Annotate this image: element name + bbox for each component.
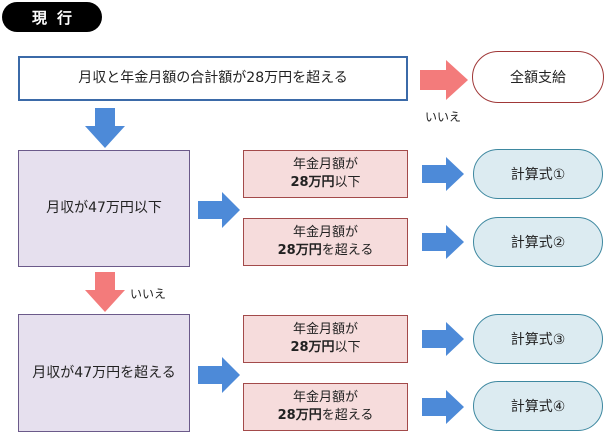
arrow-right-blue-2 [422,157,464,191]
income-low-text: 月収が47万円以下 [46,200,162,217]
top-condition-text: 月収と年金月額の合計額が28万円を超える [78,70,348,87]
arrow-right-blue-1 [198,192,240,228]
pension-condition-4: 年金月額が 28万円を超える [243,383,408,431]
full-payment-pill: 全額支給 [472,51,604,103]
formula-text: 計算式③ [510,332,566,348]
income-high-text: 月収が47万円を超える [32,364,176,381]
income-low-box: 月収が47万円以下 [18,150,190,267]
arrow-right-blue-3 [422,225,464,259]
arrow-down-blue-1 [85,108,125,148]
pension-amount: 28万円 [290,175,335,190]
arrow-right-blue-5 [422,322,464,356]
no-label-top: いいえ [425,110,462,124]
arrow-right-blue-4 [198,357,240,393]
pension-line1: 年金月額が [292,225,358,241]
current-badge: 現行 [2,2,102,32]
pension-rest: 以下 [334,175,361,190]
pension-amount: 28万円 [277,408,322,423]
pension-amount: 28万円 [277,243,322,258]
arrow-right-pink-top [420,60,468,100]
pension-line1: 年金月額が [292,322,358,338]
pension-condition-2: 年金月額が 28万円を超える [243,218,408,266]
income-high-box: 月収が47万円を超える [18,314,190,432]
pension-rest: を超える [321,243,374,258]
pension-line1: 年金月額が [292,390,358,406]
pension-condition-3: 年金月額が 28万円以下 [243,315,408,363]
formula-text: 計算式① [510,167,566,183]
formula-text: 計算式② [510,235,566,251]
arrow-right-blue-6 [422,390,464,424]
top-condition-box: 月収と年金月額の合計額が28万円を超える [18,56,408,101]
formula-pill-4: 計算式④ [473,381,603,431]
pension-rest: を超える [321,408,374,423]
arrow-down-pink [85,272,125,312]
formula-pill-2: 計算式② [473,217,603,267]
full-payment-text: 全額支給 [510,70,566,86]
no-label-mid: いいえ [130,287,167,301]
formula-pill-1: 計算式① [473,149,603,199]
pension-condition-1: 年金月額が 28万円以下 [243,150,408,198]
pension-amount: 28万円 [290,340,335,355]
pension-rest: 以下 [334,340,361,355]
formula-pill-3: 計算式③ [473,314,603,364]
formula-text: 計算式④ [510,399,566,415]
pension-line1: 年金月額が [292,157,358,173]
